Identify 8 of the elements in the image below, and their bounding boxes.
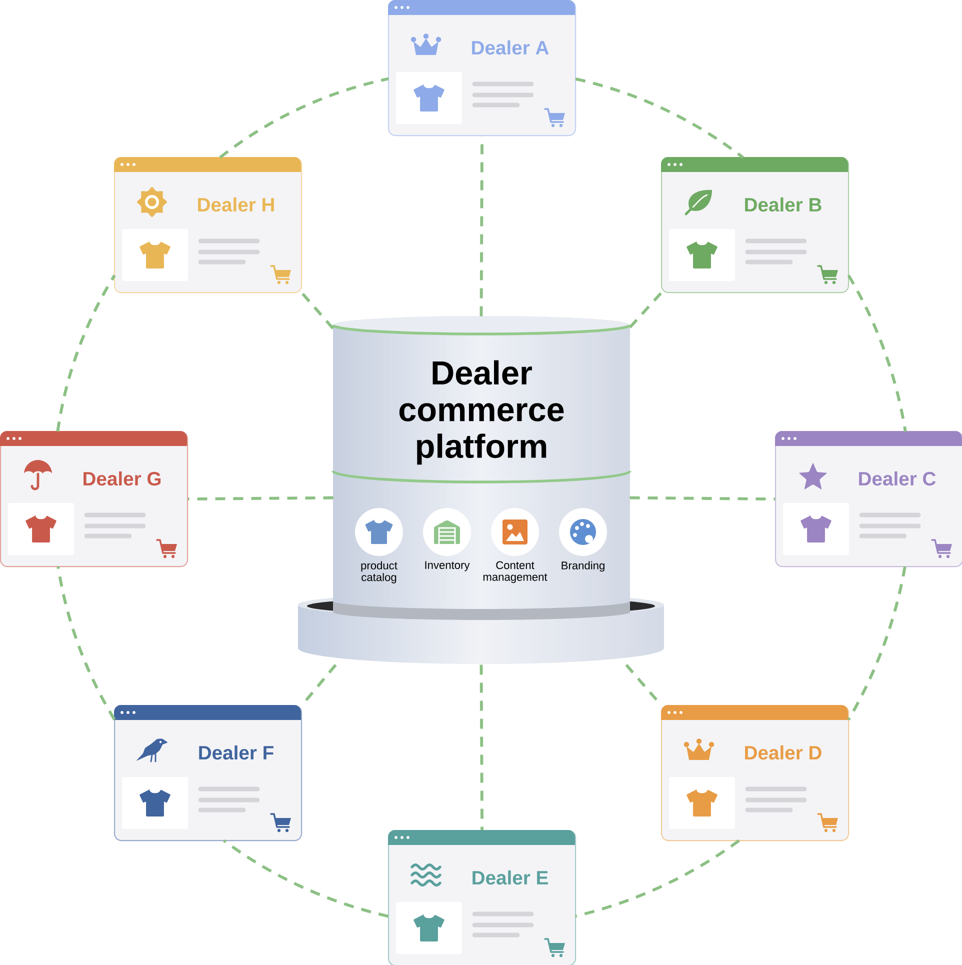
dealer-name: Dealer C (859, 471, 936, 486)
dealer-name: Dealer B (745, 197, 822, 212)
dealer-name: Dealer A (472, 40, 549, 55)
dealer-name: Dealer H (198, 197, 274, 212)
dealer-name: Dealer E (472, 870, 548, 885)
dealer-name: Dealer G (84, 471, 161, 486)
dealer-name: Dealer F (199, 745, 274, 760)
dealer-name: Dealer D (745, 745, 822, 760)
